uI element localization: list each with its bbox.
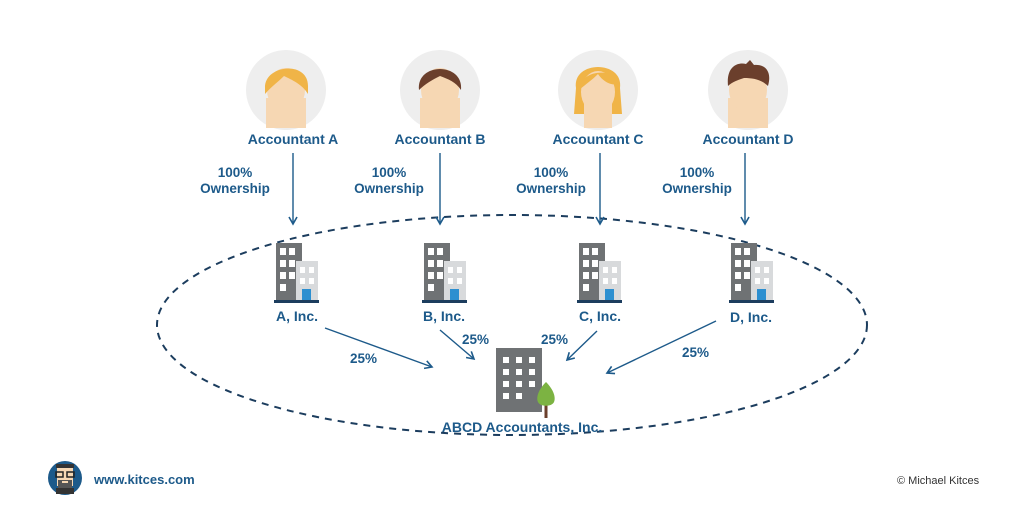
stake-arrow-d: [605, 320, 717, 375]
ownership-word: Ownership: [200, 181, 270, 196]
ownership-word: Ownership: [516, 181, 586, 196]
building-icon-a: [274, 243, 319, 303]
stake-label-c: 25%: [541, 332, 569, 347]
group-boundary: [156, 214, 868, 436]
avatar-accountant-c: [558, 50, 638, 130]
accountant-name: Accountant C: [552, 131, 644, 147]
accountant-name: Accountant A: [247, 131, 339, 147]
avatar-accountant-d: [708, 50, 788, 130]
ownership-percent: 100%: [533, 165, 569, 180]
accountant-name: Accountant D: [702, 131, 794, 147]
building-icon-d: [729, 243, 774, 303]
stake-label-d: 25%: [682, 345, 710, 360]
ownership-label-b: 100% Ownership: [334, 165, 444, 197]
ownership-label-d: 100% Ownership: [642, 165, 752, 197]
stake-label-a: 25%: [350, 351, 378, 366]
main-building-icon: [496, 348, 542, 412]
entity-label-d: D, Inc.: [729, 309, 772, 325]
accountant-name: Accountant B: [394, 131, 486, 147]
entity-label-a: A, Inc.: [275, 308, 318, 324]
building-icon-c: [577, 243, 622, 303]
ownership-word: Ownership: [662, 181, 732, 196]
tree-icon: [537, 382, 555, 418]
ownership-percent: 100%: [679, 165, 715, 180]
entity-label-b: B, Inc.: [422, 308, 465, 324]
ownership-percent: 100%: [217, 165, 253, 180]
ownership-word: Ownership: [354, 181, 424, 196]
stake-arrow-a: [324, 327, 434, 370]
ownership-label-c: 100% Ownership: [496, 165, 606, 197]
ownership-label-a: 100% Ownership: [180, 165, 290, 197]
copyright-text: © Michael Kitces: [897, 475, 980, 487]
stake-arrow-b: [439, 329, 476, 361]
entity-label-c: C, Inc.: [578, 308, 621, 324]
website-link[interactable]: www.kitces.com: [94, 472, 195, 487]
ownership-percent: 100%: [371, 165, 407, 180]
building-icon-b: [422, 243, 467, 303]
avatar-accountant-a: [246, 50, 326, 130]
kitces-logo-avatar: [48, 461, 82, 495]
avatar-accountant-b: [400, 50, 480, 130]
parent-entity-label: ABCD Accountants, Inc.: [441, 419, 603, 435]
stake-label-b: 25%: [462, 332, 490, 347]
stake-arrow-c: [565, 330, 598, 362]
